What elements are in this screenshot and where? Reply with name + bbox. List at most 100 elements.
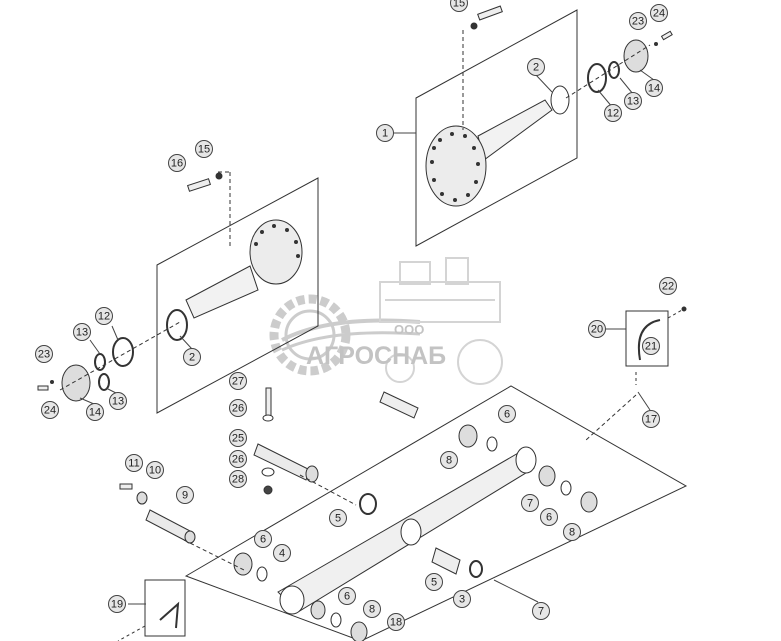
- pin-assembly: [253, 387, 419, 515]
- callout-number: 7: [527, 498, 533, 510]
- panel-hose: [625, 310, 669, 367]
- callout-20: 20: [588, 320, 606, 338]
- callout-3: 3: [453, 590, 471, 608]
- callout-number: 2: [533, 62, 539, 74]
- seal-12-lower: [112, 337, 134, 367]
- panel-upper-left: [156, 177, 319, 414]
- callout-number: 23: [38, 349, 50, 361]
- watermark-gear-icon: [269, 294, 421, 376]
- callout-number: 13: [76, 327, 88, 339]
- callout-number: 15: [198, 144, 210, 156]
- callout-number: 8: [446, 455, 452, 467]
- callout-12: 12: [95, 307, 113, 325]
- callout-number: 6: [504, 409, 510, 421]
- callout-27: 27: [229, 372, 247, 390]
- bushing-4: [431, 547, 461, 575]
- callout-26: 26: [229, 399, 247, 417]
- callout-number: 24: [44, 405, 56, 417]
- ring-13-lower-b: [98, 373, 110, 391]
- callout-number: 3: [459, 594, 465, 606]
- callout-8: 8: [563, 523, 581, 541]
- callout-number: 6: [260, 534, 266, 546]
- axle-upper-left: [37, 171, 319, 414]
- callout-number: 12: [607, 108, 619, 120]
- callout-number: 10: [149, 465, 161, 477]
- callout-number: 28: [232, 474, 244, 486]
- callout-19: 19: [108, 595, 126, 613]
- callout-15: 15: [195, 140, 213, 158]
- callout-28: 28: [229, 470, 247, 488]
- callout-number: 14: [648, 83, 660, 95]
- callout-number: 22: [662, 281, 674, 293]
- callout-number: 19: [111, 599, 123, 611]
- ring-13-upper: [608, 61, 620, 79]
- callout-number: 8: [569, 527, 575, 539]
- callout-22: 22: [659, 277, 677, 295]
- leader-lines: [79, 69, 655, 605]
- callout-16: 16: [168, 154, 186, 172]
- callout-number: 25: [232, 433, 244, 445]
- watermark: ООО АГРОСНАБ: [269, 257, 503, 385]
- callout-2: 2: [183, 348, 201, 366]
- pin-25: [253, 443, 311, 481]
- callout-number: 13: [627, 96, 639, 108]
- callout-number: 24: [653, 8, 665, 20]
- callout-number: 8: [369, 604, 375, 616]
- callout-number: 7: [538, 606, 544, 618]
- callout-25: 25: [229, 429, 247, 447]
- callout-number: 11: [128, 458, 139, 470]
- callout-23: 23: [629, 12, 647, 30]
- callout-5: 5: [425, 573, 443, 591]
- callout-number: 1: [382, 128, 388, 140]
- callout-number: 26: [232, 403, 244, 415]
- callout-number: 6: [546, 512, 552, 524]
- seal-ring-lower: [166, 309, 188, 341]
- fitting-assembly: [117, 579, 186, 641]
- callout-13: 13: [109, 392, 127, 410]
- pin-9-assembly: [119, 483, 196, 544]
- callout-6: 6: [338, 587, 356, 605]
- callout-number: 16: [171, 158, 183, 170]
- callout-4: 4: [273, 544, 291, 562]
- callout-number: 26: [232, 454, 244, 466]
- callout-6: 6: [498, 405, 516, 423]
- flange-bolt-holes-upper: [430, 132, 480, 202]
- callout-number: 12: [98, 311, 110, 323]
- callout-13: 13: [73, 323, 91, 341]
- axle-shaft-lower: [185, 265, 259, 319]
- callout-23: 23: [35, 345, 53, 363]
- callout-number: 6: [344, 591, 350, 603]
- link-arm-assembly: [183, 385, 688, 641]
- callout-18: 18: [387, 613, 405, 631]
- axle-shaft-upper: [477, 99, 553, 161]
- callout-17: 17: [642, 410, 660, 428]
- callout-2: 2: [527, 58, 545, 76]
- callout-21: 21: [642, 337, 660, 355]
- callout-7: 7: [532, 602, 550, 620]
- bushing-top: [379, 391, 419, 419]
- callout-number: 20: [591, 324, 603, 336]
- callout-number: 18: [390, 617, 402, 629]
- callout-24: 24: [650, 4, 668, 22]
- axle-flange-lower: [249, 219, 303, 285]
- callout-number: 23: [632, 16, 644, 28]
- callout-number: 4: [279, 548, 285, 560]
- callout-number: 2: [189, 352, 195, 364]
- callout-number: 17: [645, 414, 657, 426]
- callout-14: 14: [645, 79, 663, 97]
- panel-upper-right: [415, 9, 578, 247]
- callout-number: 15: [453, 0, 465, 10]
- cover-14-upper: [623, 39, 649, 73]
- axle-upper-right: [415, 5, 673, 247]
- callout-number: 14: [89, 407, 101, 419]
- callout-number: 5: [431, 577, 437, 589]
- panel-fitting: [144, 579, 186, 637]
- callout-12: 12: [604, 104, 622, 122]
- callout-11: 11: [125, 454, 143, 472]
- bolt-16-lower: [186, 178, 212, 192]
- callout-15: 15: [450, 0, 468, 12]
- callout-8: 8: [440, 451, 458, 469]
- flange-bolt-holes-lower: [254, 224, 300, 258]
- cover-14-lower: [61, 364, 91, 402]
